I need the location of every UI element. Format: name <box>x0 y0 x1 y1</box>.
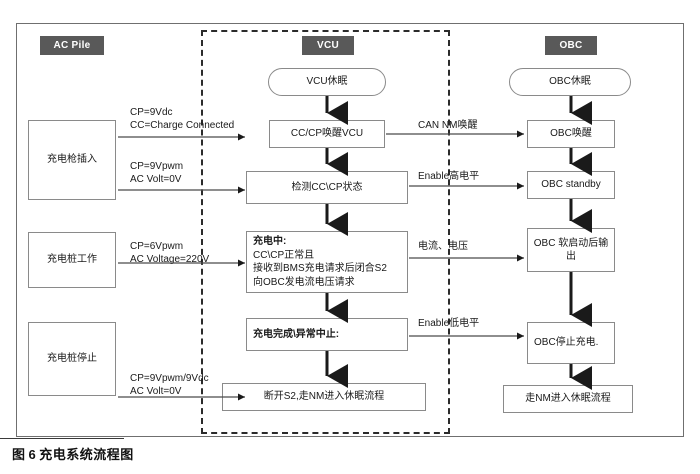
edge-label-cp6vpwm: CP=6Vpwm AC Voltage=220V <box>130 240 209 266</box>
edge-label-cp9vpwm-9vdc: CP=9Vpwm/9Vdc AC Volt=0V <box>130 372 209 398</box>
node-vcu-wakeup-label: CC/CP唤醒VCU <box>290 128 364 140</box>
node-plug-in: 充电枪插入 <box>28 120 116 200</box>
node-obc-sleep-label: OBC休眠 <box>549 76 591 88</box>
edge-label-enable-high-line-1: Enable高电平 <box>418 171 480 182</box>
edge-label-can-nm: CAN NM唤醒 <box>418 119 477 132</box>
node-obc-soft-start: OBC 软启动后输出 <box>527 228 615 272</box>
node-vcu-sleep-flow: 断开S2,走NM进入休眠流程 <box>222 383 426 411</box>
edge-label-enable-low-line-1: Enable低电平 <box>418 318 480 329</box>
figure-caption-number: 6 <box>28 447 37 462</box>
edge-label-cp9vpwm: CP=9Vpwm AC Volt=0V <box>130 160 183 186</box>
caption-rule <box>0 438 124 439</box>
node-pile-stopped-label: 充电桩停止 <box>47 353 97 365</box>
vcu-swimlane-boundary <box>201 30 450 434</box>
node-vcu-charging: 充电中: CC\CP正常且 接收到BMS充电请求后闭合S2 向OBC发电流电压请… <box>246 231 408 293</box>
node-vcu-sleep-label: VCU休眠 <box>306 76 348 88</box>
node-vcu-charge-finished: 充电完成\异常中止: <box>246 318 408 351</box>
node-obc-wakeup: OBC唤醒 <box>527 120 615 148</box>
node-obc-wakeup-label: OBC唤醒 <box>550 128 592 140</box>
node-vcu-detect-cc-cp-label: 检测CC\CP状态 <box>291 181 363 193</box>
node-pile-stopped: 充电桩停止 <box>28 322 116 396</box>
node-vcu-wakeup: CC/CP唤醒VCU <box>269 120 385 148</box>
edge-label-cp9vpwm-9vdc-line-2: AC Volt=0V <box>130 386 182 397</box>
edge-label-cp6vpwm-line-1: CP=6Vpwm <box>130 241 184 252</box>
node-vcu-charging-line-2: 接收到BMS充电请求后闭合S2 <box>253 263 387 274</box>
node-vcu-charging-line-1: CC\CP正常且 <box>253 249 315 261</box>
edge-label-cp9vdc: CP=9Vdc CC=Charge Connected <box>130 106 234 132</box>
node-vcu-sleep: VCU休眠 <box>268 68 386 96</box>
lane-header-vcu-label: VCU <box>316 40 339 51</box>
lane-header-obc-label: OBC <box>559 40 583 51</box>
edge-label-cp9vpwm-9vdc-line-1: CP=9Vpwm/9Vdc <box>130 373 209 384</box>
lane-header-ac-pile-label: AC Pile <box>53 40 91 51</box>
node-obc-nm-sleep-label: 走NM进入休眠流程 <box>525 393 611 405</box>
figure-caption-text: 充电系统流程图 <box>39 447 134 462</box>
node-pile-working: 充电桩工作 <box>28 232 116 288</box>
lane-header-ac-pile: AC Pile <box>40 36 104 55</box>
node-pile-working-label: 充电桩工作 <box>47 254 97 266</box>
edge-label-current-voltage-line-1: 电流、电压 <box>418 241 468 252</box>
edge-label-cp9vdc-line-2: CC=Charge Connected <box>130 120 235 131</box>
node-obc-soft-start-label: OBC 软启动后输出 <box>533 237 609 263</box>
edge-label-enable-low: Enable低电平 <box>418 317 479 330</box>
node-vcu-charge-finished-label: 充电完成\异常中止: <box>253 328 340 340</box>
node-obc-standby: OBC standby <box>527 171 615 199</box>
node-vcu-detect-cc-cp: 检测CC\CP状态 <box>246 171 408 204</box>
node-obc-nm-sleep: 走NM进入休眠流程 <box>503 385 633 413</box>
lane-header-vcu: VCU <box>302 36 354 55</box>
edge-label-current-voltage: 电流、电压 <box>418 240 468 253</box>
edge-label-can-nm-line-1: CAN NM唤醒 <box>418 120 478 131</box>
node-vcu-charging-line-3: 向OBC发电流电压请求 <box>253 276 355 288</box>
edge-label-enable-high: Enable高电平 <box>418 170 479 183</box>
edge-label-cp9vpwm-line-1: CP=9Vpwm <box>130 161 184 172</box>
edge-label-cp9vpwm-line-2: AC Volt=0V <box>130 174 182 185</box>
figure-caption-prefix: 图 <box>12 447 26 462</box>
lane-header-obc: OBC <box>545 36 597 55</box>
node-vcu-charging-title: 充电中: <box>253 236 287 247</box>
node-obc-standby-label: OBC standby <box>541 179 601 191</box>
node-obc-stop-charge-label: OBC停止充电. <box>534 337 599 349</box>
node-plug-in-label: 充电枪插入 <box>47 154 97 166</box>
node-obc-sleep: OBC休眠 <box>509 68 631 96</box>
node-vcu-sleep-flow-label: 断开S2,走NM进入休眠流程 <box>263 391 385 403</box>
edge-label-cp9vdc-line-1: CP=9Vdc <box>130 107 173 118</box>
edge-label-cp6vpwm-line-2: AC Voltage=220V <box>130 254 210 265</box>
node-obc-stop-charge: OBC停止充电. <box>527 322 615 364</box>
